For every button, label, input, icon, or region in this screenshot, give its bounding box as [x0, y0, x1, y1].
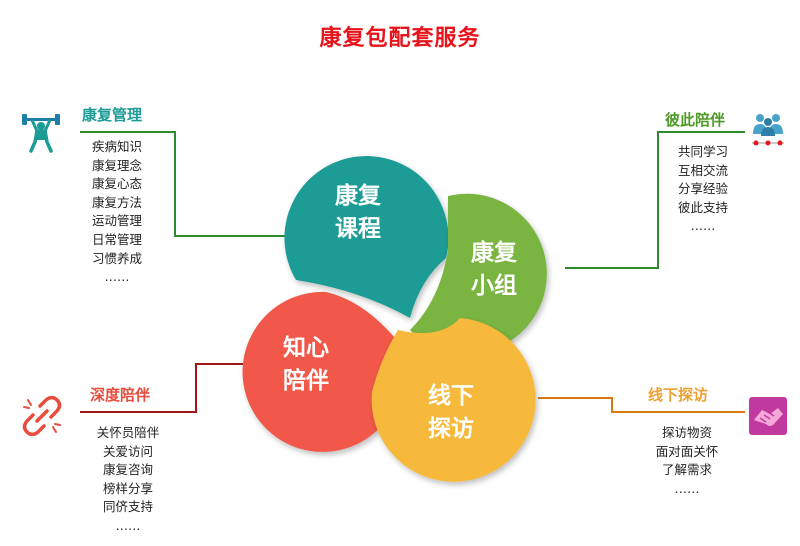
list-item: 运动管理 — [91, 213, 142, 229]
list-item: 榜样分享 — [102, 480, 153, 496]
list-item: 共同学习 — [677, 144, 728, 159]
weightlifter-icon — [22, 114, 60, 153]
list-item: 日常管理 — [91, 231, 142, 247]
section-heading-mutual-companion: 彼此陪伴 — [665, 111, 726, 129]
list-rehab-management: 疾病知识 康复理念 康复心态 康复方法 运动管理 日常管理 习惯养成 …… — [82, 138, 152, 287]
petal-label-kangfu-xiaozu: 康复 小组 — [471, 237, 517, 303]
list-item: 康复理念 — [91, 157, 142, 173]
list-item: 探访物资 — [661, 425, 712, 440]
list-item: …… — [115, 517, 141, 533]
section-heading-offline-visit: 线下探访 — [648, 386, 709, 404]
group-people-icon — [752, 114, 784, 146]
petal-zhixin — [242, 291, 403, 452]
list-item: …… — [104, 269, 130, 285]
list-item: 了解需求 — [661, 462, 712, 478]
connector-mutual-companion — [565, 131, 745, 269]
petal-label-line: 课程 — [335, 216, 381, 242]
connector-deep-companion — [80, 363, 268, 413]
diagram-title: 康复包配套服务 — [319, 26, 481, 51]
list-item: 疾病知识 — [91, 139, 142, 154]
handshake-icon — [749, 397, 787, 435]
connector-rehab-management — [80, 131, 290, 237]
petal-label-xianxia-tanfang: 线下 探访 — [428, 380, 474, 446]
list-item: 关爱访问 — [102, 443, 153, 459]
petal-label-line: 知心 — [283, 335, 329, 361]
list-item: 分享经验 — [677, 181, 728, 197]
list-item: 同侪支持 — [102, 499, 153, 515]
list-item: 面对面关怀 — [655, 443, 719, 459]
list-mutual-companion: 共同学习 互相交流 分享经验 彼此支持 …… — [668, 143, 738, 236]
petal-label-line: 探访 — [428, 416, 474, 442]
petal-kangfu-kecheng — [284, 156, 449, 318]
list-offline-visit: 探访物资 面对面关怀 了解需求 …… — [645, 424, 729, 498]
petal-label-kangfu-kecheng: 康复 课程 — [335, 180, 381, 246]
petal-label-line: 线下 — [428, 383, 474, 409]
petal-label-line: 陪伴 — [283, 368, 329, 394]
petal-label-zhixin-peiban: 知心 陪伴 — [283, 332, 329, 398]
connector-offline-visit — [538, 397, 745, 413]
list-item: …… — [674, 480, 700, 496]
section-heading-deep-companion: 深度陪伴 — [90, 386, 151, 404]
petal-kangfu-xiaozu — [410, 193, 547, 354]
list-item: 关怀员陪伴 — [96, 425, 160, 440]
petal-label-line: 小组 — [471, 273, 517, 299]
list-item: 康复方法 — [91, 194, 142, 210]
chain-link-icon — [22, 396, 62, 436]
list-deep-companion: 关怀员陪伴 关爱访问 康复咨询 榜样分享 同侪支持 …… — [86, 424, 170, 536]
list-item: 康复心态 — [91, 176, 142, 192]
list-item: 互相交流 — [677, 162, 728, 178]
petal-label-line: 康复 — [471, 240, 517, 266]
list-item: 康复咨询 — [102, 462, 153, 478]
list-item: 习惯养成 — [91, 250, 142, 266]
petal-xianxia-tanfang — [371, 318, 536, 482]
petal-label-line: 康复 — [335, 183, 381, 209]
section-heading-rehab-management: 康复管理 — [82, 106, 143, 124]
list-item: 彼此支持 — [677, 199, 728, 215]
list-item: …… — [690, 218, 716, 234]
